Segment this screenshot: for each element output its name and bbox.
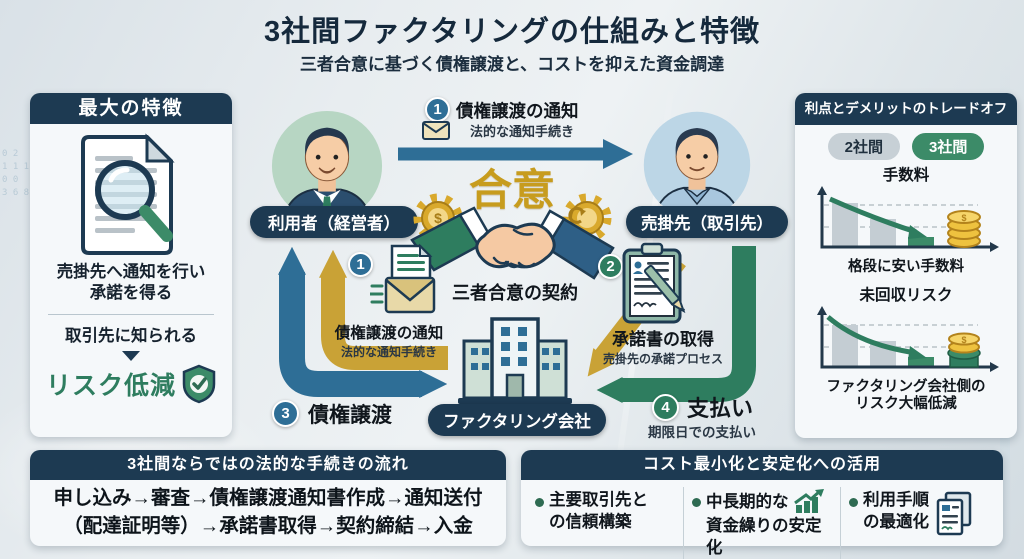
usage-items: 主要取引先と の信頼構築 中長期的な (521, 480, 1003, 559)
fee-decline-chart: $ (817, 186, 999, 252)
usage-header: コスト最小化と安定化への活用 (521, 450, 1003, 480)
legal-flow-line1: 申し込み→審査→債権譲渡通知書作成→通知送付 (53, 487, 483, 509)
divider (48, 313, 214, 315)
document-magnifier-icon (81, 133, 175, 255)
usage-item-text: 中長期的な 資金繰りの安定化 (706, 489, 836, 559)
step4-title: 支払い (687, 396, 754, 421)
step1-left-title: 債権譲渡の通知 (334, 325, 444, 342)
comparison-badges: 2社間 3社間 (795, 133, 1017, 160)
page-title: 3社間ファクタリングの仕組みと特徴 (264, 16, 760, 48)
usage-line: 主要取引先と (549, 491, 648, 509)
risk-reduction-label: リスク低減 (45, 371, 176, 400)
legal-flow-header: 3社間ならではの法的な手続きの流れ (30, 450, 506, 480)
legal-flow-panel: 3社間ならではの法的な手続きの流れ 申し込み→審査→債権譲渡通知書作成→通知送付… (30, 450, 506, 546)
risk-chart-title: 未回収リスク (859, 286, 953, 304)
feature-caption: 取引先に知られる (65, 326, 197, 345)
page-subtitle: 三者合意に基づく債権譲渡と、コストを抑えた資金調達 (299, 55, 725, 74)
step1-top-title: 債権譲渡の通知 (456, 101, 579, 121)
step1-left-sub: 法的な通知手続き (340, 345, 437, 359)
step1-left-number: 1 (348, 252, 373, 277)
company-label: ファクタリング会社 (428, 404, 606, 436)
down-arrow-icon (122, 350, 140, 361)
risk-chart-caption: ファクタリング会社側の リスク大幅低減 (795, 379, 1017, 414)
feature-text: 売掛先へ通知を行い 承諾を得る (34, 262, 228, 305)
legal-flow-steps: 申し込み→審査→債権譲渡通知書作成→通知送付 （配達証明等）→承諾書取得→契約締… (30, 480, 506, 540)
usage-line: 資金繰りの安定化 (706, 517, 822, 558)
risk-caption-line2: リスク大幅低減 (855, 396, 957, 413)
usage-line: 中長期的な (706, 489, 836, 515)
tradeoff-panel-header: 利点とデメリットのトレードオフ (795, 93, 1017, 125)
step4-sub: 期限日での支払い (648, 425, 756, 440)
background-binary-decoration: 0 2 1 1 1 0 0 3 6 8 (2, 149, 30, 198)
usage-line: の信頼構築 (549, 513, 632, 532)
customer-label: 売掛先（取引先） (626, 206, 788, 238)
arrow-notice-gold (319, 249, 448, 370)
agreement-caption: 三者合意の契約 (452, 283, 578, 303)
usage-line-text: 中長期的な (706, 492, 789, 511)
envelope-icon (422, 121, 450, 140)
envelope-letter-icon (370, 243, 436, 314)
handshake-icon: $ (410, 193, 615, 280)
growth-chart-icon (793, 489, 824, 513)
documents-icon (936, 491, 972, 536)
feature-panel-header: 最大の特徴 (30, 93, 232, 124)
coins-icon: $ (947, 332, 981, 368)
shield-check-icon (182, 364, 216, 404)
fee-chart-title: 手数料 (882, 167, 930, 184)
bullet-icon (692, 498, 701, 507)
building-icon (458, 317, 572, 404)
badge-two-party: 2社間 (827, 133, 900, 160)
fee-chart-caption: 格段に安い手数料 (848, 259, 964, 275)
svg-text:$: $ (434, 210, 442, 226)
step2-sub: 売掛先の承諾プロセス (602, 352, 723, 366)
user-label: 利用者（経営者） (250, 206, 418, 238)
step2-number: 2 (598, 254, 623, 279)
step3-title: 債権譲渡 (308, 404, 392, 427)
step4-number: 4 (652, 394, 679, 421)
step2-title: 承諾書の取得 (612, 330, 714, 349)
feature-panel: 最大の特徴 売掛先へ通知を行い 承諾を得る 取引先に知られる リスク低減 (30, 93, 232, 437)
usage-item-trust: 主要取引先と の信頼構築 (527, 487, 683, 559)
usage-line: 利用手順 (863, 491, 929, 509)
usage-item-cashflow: 中長期的な 資金繰りの安定化 (683, 487, 840, 559)
agreement-title: 合意 (469, 167, 555, 215)
usage-item-text: 主要取引先と の信頼構築 (549, 489, 648, 534)
risk-caption-line1: ファクタリング会社側の (826, 378, 986, 395)
clipboard-pen-icon (622, 242, 686, 324)
risk-reduction: リスク低減 (30, 364, 232, 404)
step1-top-number: 1 (425, 97, 450, 122)
tradeoff-panel: 利点とデメリットのトレードオフ 2社間 3社間 手数料 $ 格段に安い手数料 (795, 93, 1017, 438)
risk-decline-chart: $ (817, 305, 999, 372)
usage-line: の最適化 (863, 513, 929, 532)
customer-avatar (643, 111, 751, 219)
arrow-transfer-blue (278, 246, 448, 398)
usage-item-text: 利用手順 の最適化 (863, 489, 929, 534)
bullet-icon (849, 498, 858, 507)
svg-text:$: $ (961, 335, 966, 345)
usage-item-procedure: 利用手順 の最適化 (840, 487, 997, 559)
usage-panel: コスト最小化と安定化への活用 主要取引先と の信頼構築 中長期的な (521, 450, 1003, 559)
coins-icon: $ (947, 210, 981, 248)
step3-number: 3 (272, 400, 299, 427)
legal-flow-line2: （配達証明等）→承諾書取得→契約締結→入金 (63, 514, 473, 537)
feature-line2: 承諾を得る (89, 284, 173, 303)
arrow-payment-green (596, 246, 756, 403)
step1-top-sub: 法的な通知手続き (470, 124, 575, 139)
svg-text:$: $ (961, 213, 966, 223)
feature-line1: 売掛先へ通知を行い (56, 263, 206, 281)
bullet-icon (535, 498, 544, 507)
badge-three-party: 3社間 (912, 133, 985, 160)
